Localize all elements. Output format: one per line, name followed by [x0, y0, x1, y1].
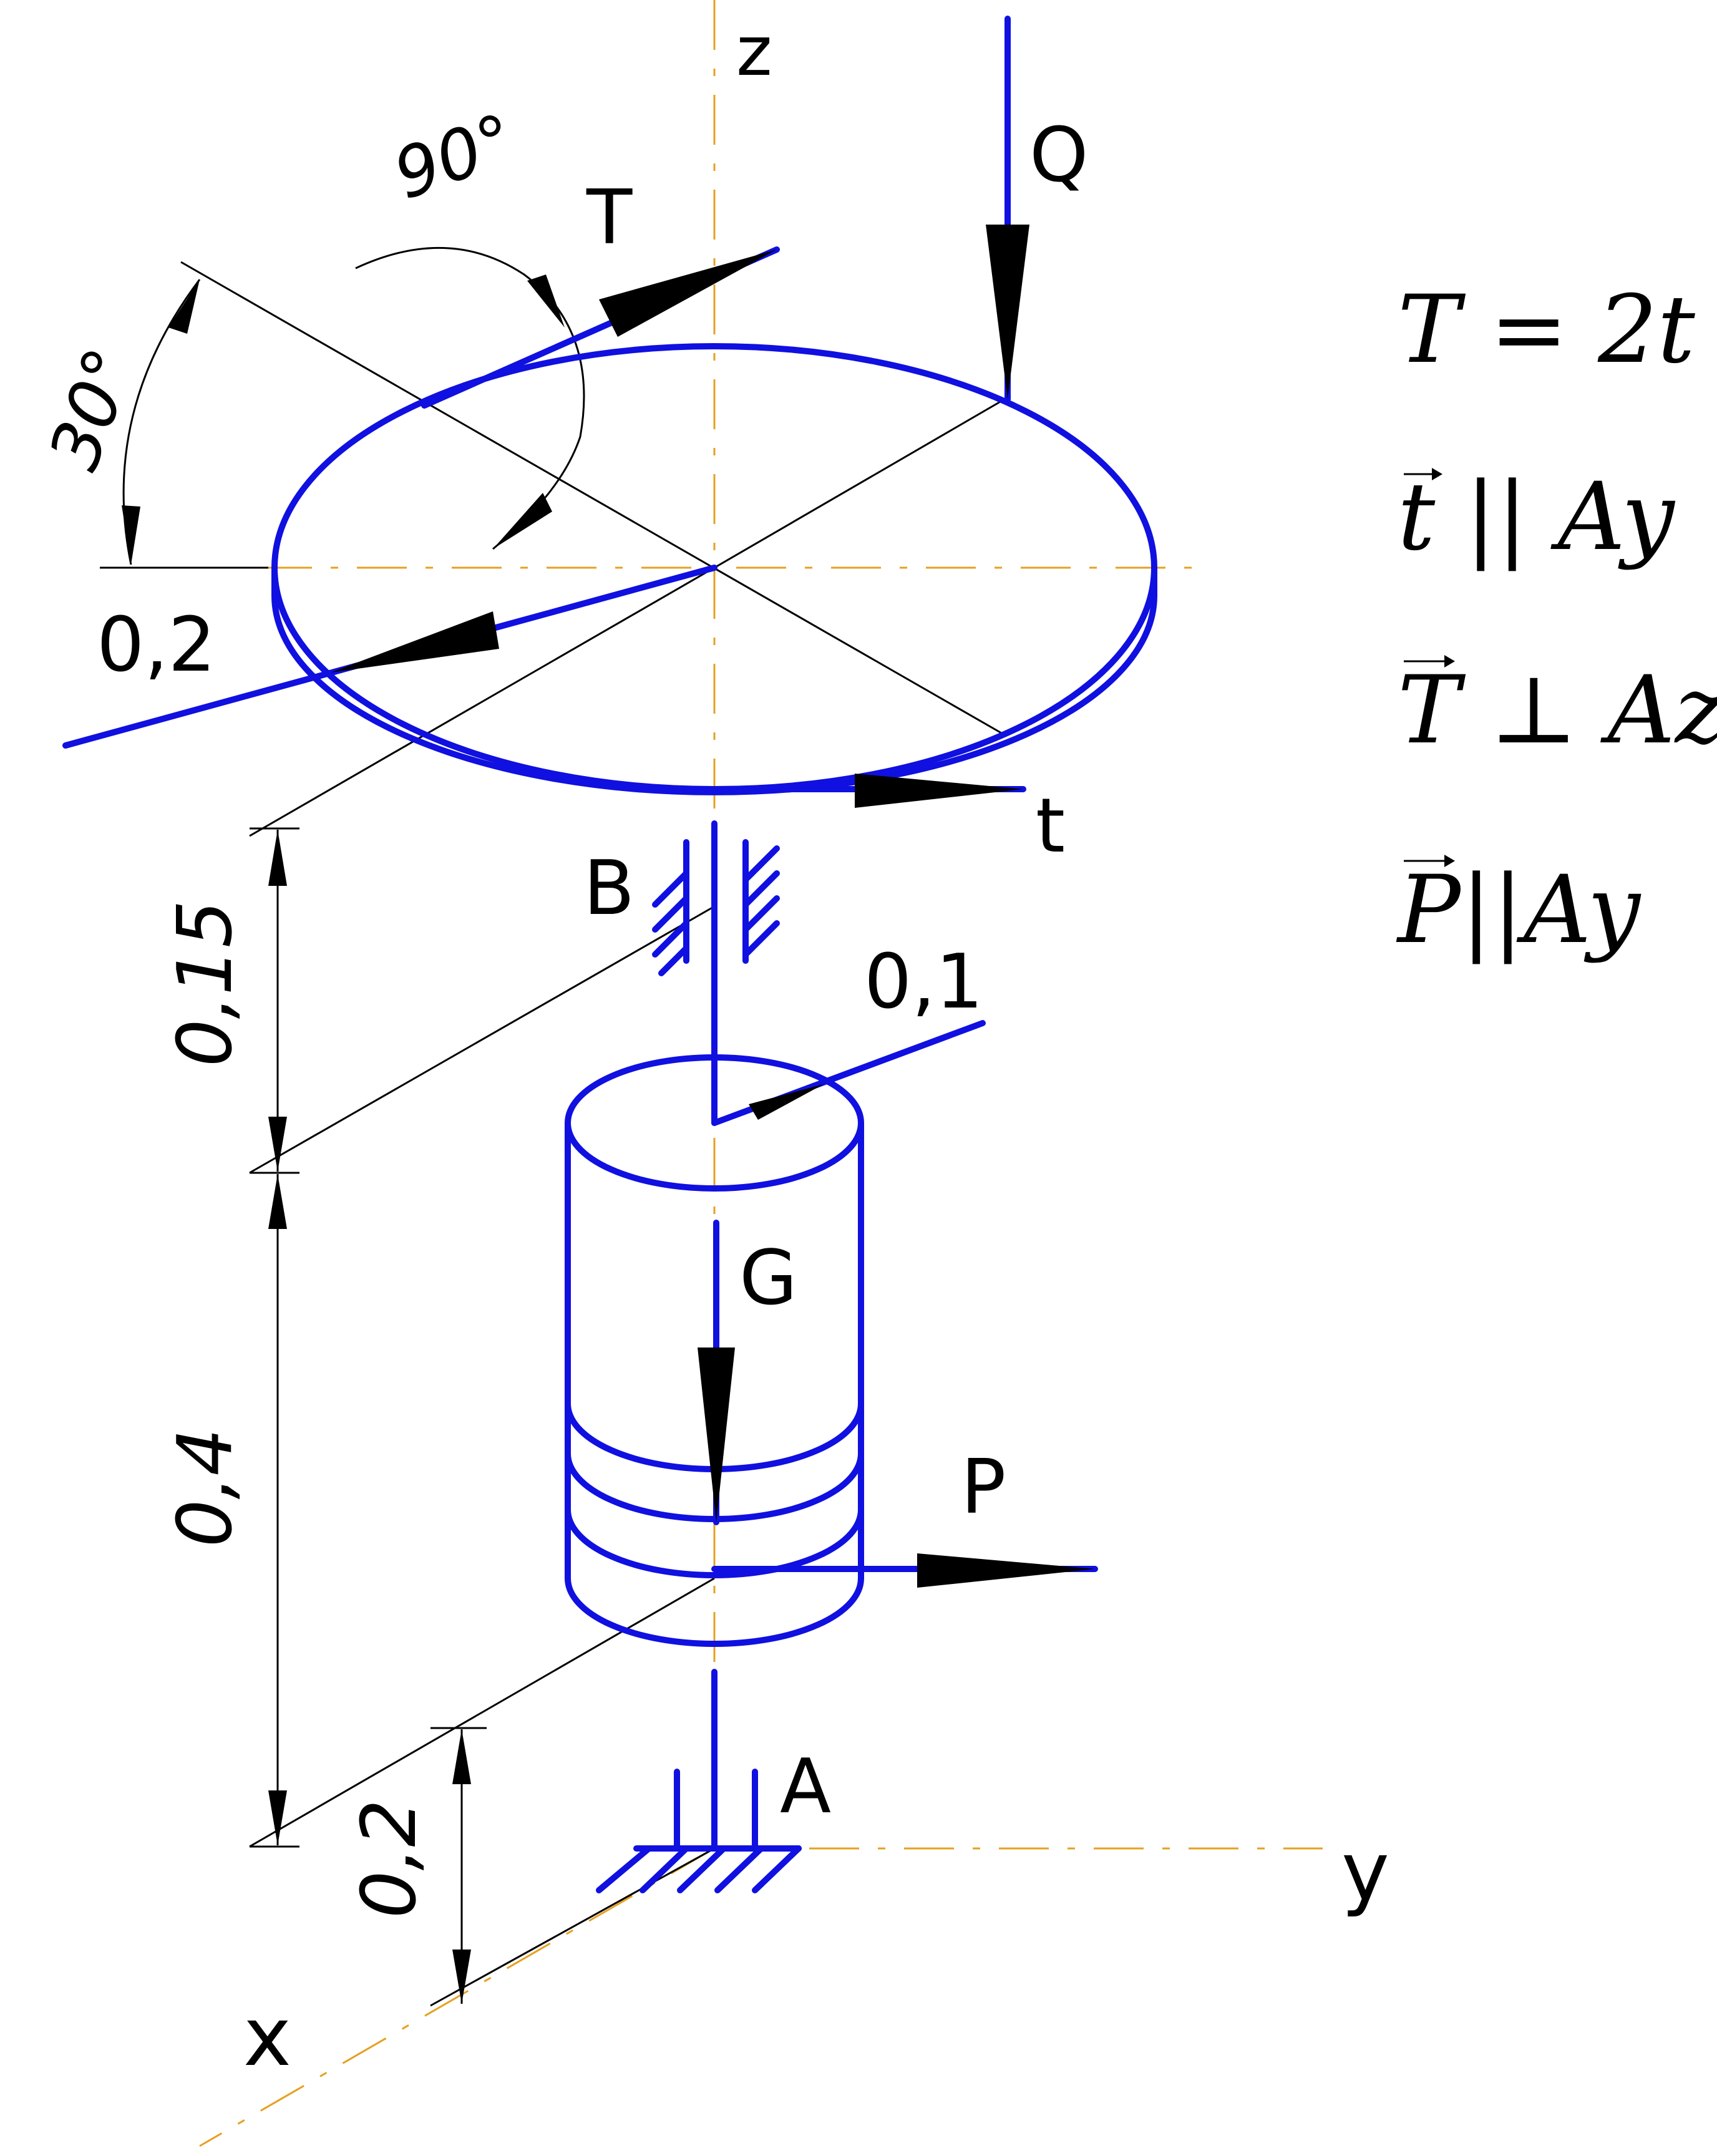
ground-offset-line [430, 1847, 715, 2007]
forces [62, 16, 1098, 1588]
disk-diameter-line-1 [180, 261, 1002, 734]
point-a-label: A [780, 1744, 831, 1830]
hatch [596, 1845, 652, 1893]
force-q-label: Q [1029, 112, 1088, 199]
support-a [596, 1769, 802, 1893]
dim-arrow [268, 1117, 287, 1172]
dim-arrow [168, 279, 200, 334]
dim-arrow [268, 1790, 287, 1845]
hatch [742, 920, 780, 958]
drum-base-level-line [249, 1577, 715, 1848]
y-axis-label: y [1341, 1824, 1389, 1919]
dim-bearing-label: 0,15 [162, 900, 249, 1067]
dim-arrow [452, 1950, 471, 2004]
force-g-label: G [739, 1235, 797, 1322]
radius-arrowhead [331, 611, 499, 673]
vector-arrow-tip [1444, 855, 1455, 867]
force-g-arrowhead [698, 1348, 735, 1522]
condition-line: T ⊥ Az [1398, 656, 1717, 765]
dimension-lines [122, 246, 585, 2004]
hatch [677, 1845, 727, 1893]
vector-arrow-tip [1444, 655, 1455, 668]
angle-30-label: 30° [34, 338, 150, 480]
hatch [658, 945, 689, 976]
hatch [752, 1845, 802, 1893]
hatch [652, 895, 689, 933]
dim-offset-label: 0,2 [346, 1799, 433, 1918]
disk-diameter-line-2 [714, 398, 1005, 569]
drum [565, 1054, 864, 1647]
force-p-label: P [961, 1444, 1006, 1531]
bearing-level-line [249, 905, 715, 1174]
dim-arrow [268, 830, 287, 886]
construction-lines [100, 261, 1005, 2007]
force-p-arrowhead [917, 1553, 1095, 1588]
force-t-small-label: t [1036, 783, 1065, 870]
dim-arrow [493, 493, 552, 549]
drum-radius-arrowhead [749, 1084, 824, 1120]
condition-line: P||Ay [1396, 856, 1642, 964]
dim-drum-base-label: 0,4 [162, 1428, 249, 1547]
dim-drum-radius-label: 0,1 [864, 939, 983, 1026]
force-t-label: T [586, 175, 633, 261]
hatch [714, 1845, 764, 1893]
disk-top [271, 343, 1157, 792]
hatch [652, 870, 689, 908]
conditions: T = 2t t || Ay T ⊥ Az P||Ay [1396, 276, 1717, 964]
condition-line: t || Ay [1398, 463, 1676, 571]
drum-ring-3 [565, 1507, 864, 1578]
force-q-arrowhead [986, 225, 1029, 399]
force-t-small-arrowhead [855, 774, 1023, 808]
x-axis [199, 1847, 715, 2147]
hatch [742, 895, 780, 933]
bearing-b [652, 839, 780, 976]
hatch [742, 870, 780, 908]
condition-line: T = 2t [1398, 276, 1696, 384]
dim-arrow [527, 274, 565, 328]
drum-bottom [565, 1575, 864, 1647]
dim-arrow [122, 505, 140, 565]
hatch [640, 1845, 689, 1893]
dim-disk-radius-label: 0,2 [97, 602, 216, 689]
hatch [652, 920, 689, 958]
dim-arrow [268, 1174, 287, 1229]
disk-diameter-line-3 [249, 566, 715, 837]
angle-90-label: 90° [384, 98, 525, 215]
drum-radius-line [711, 1020, 986, 1126]
hatch [742, 845, 780, 883]
x-axis-label: x [243, 1989, 291, 2084]
point-b-label: B [583, 845, 635, 932]
angle-90-arc [355, 246, 585, 550]
vector-arrow-tip [1432, 468, 1442, 480]
vector-overbars [1404, 468, 1455, 867]
mechanism [271, 343, 1157, 1893]
z-axis-label: z [736, 11, 772, 91]
force-t-arrowhead [599, 250, 777, 337]
dim-arrow [452, 1729, 471, 1784]
